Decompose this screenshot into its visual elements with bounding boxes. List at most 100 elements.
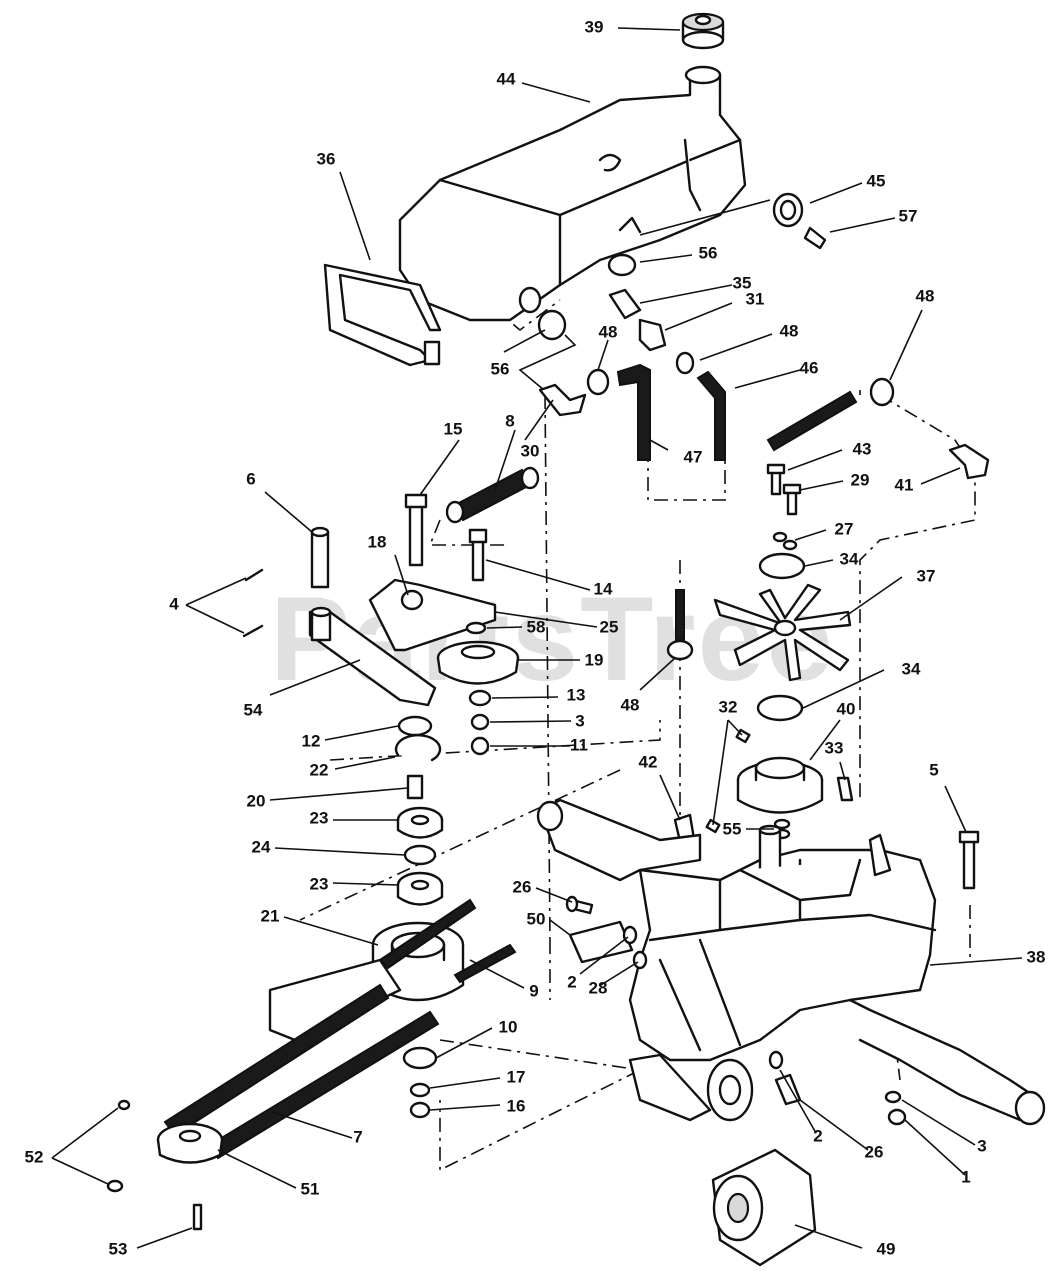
callout-14: 14 <box>594 579 613 598</box>
leader-lines <box>51 27 1023 1249</box>
callout-50: 50 <box>527 909 546 928</box>
pulley-40 <box>736 756 824 814</box>
bolt-5 <box>958 830 980 890</box>
bolt-15 <box>404 493 428 567</box>
elbow-fitting-30 <box>538 383 587 417</box>
washer-13-3-nut-11 <box>468 689 492 756</box>
callout-13: 13 <box>567 685 586 704</box>
callout-35: 35 <box>733 273 752 292</box>
callout-57: 57 <box>899 206 918 225</box>
callout-46: 46 <box>800 358 819 377</box>
callout-58: 58 <box>527 617 546 636</box>
callout-4: 4 <box>169 594 179 613</box>
drive-belts <box>163 898 517 1160</box>
callout-17: 17 <box>507 1067 526 1086</box>
callout-43: 43 <box>853 439 872 458</box>
elbow-fitting-41 <box>948 443 990 480</box>
callout-48-top: 48 <box>599 322 618 341</box>
washer-10 <box>402 1046 438 1070</box>
callout-26-upper: 26 <box>513 877 532 896</box>
callout-42: 42 <box>639 752 658 771</box>
callout-48-lower: 48 <box>621 695 640 714</box>
washer-48 <box>586 368 610 396</box>
callout-56-lower: 56 <box>491 359 510 378</box>
washer-17-nut-16 <box>409 1082 431 1119</box>
washer-3-nut-1 <box>884 1090 907 1126</box>
spacer-20 <box>406 774 424 800</box>
callout-45: 45 <box>867 171 886 190</box>
callout-30: 30 <box>521 441 540 460</box>
callout-25: 25 <box>600 617 619 636</box>
pulley-51 <box>156 1122 224 1164</box>
callout-38: 38 <box>1027 947 1046 966</box>
washer-12 <box>397 715 433 737</box>
arm-54 <box>308 606 437 707</box>
fuel-cap <box>681 12 725 50</box>
callout-12: 12 <box>302 731 321 750</box>
callout-34-upper: 34 <box>840 549 859 568</box>
hose-clamp-45 <box>772 192 827 250</box>
callout-21: 21 <box>261 906 280 925</box>
callout-51: 51 <box>301 1179 320 1198</box>
tank-strap <box>323 263 442 367</box>
callout-37: 37 <box>917 566 936 585</box>
cooling-fan <box>713 583 852 682</box>
callout-9: 9 <box>529 981 538 1000</box>
callout-23-lower: 23 <box>310 874 329 893</box>
washer-48-middle <box>666 639 694 661</box>
oil-filter <box>711 1148 817 1267</box>
spring-middle <box>675 589 685 641</box>
callout-26-lower: 26 <box>865 1142 884 1161</box>
bolts-29-43 <box>766 463 802 516</box>
callout-3-left: 3 <box>575 711 584 730</box>
callout-56-upper: 56 <box>699 243 718 262</box>
callout-27: 27 <box>835 519 854 538</box>
transaxle <box>536 798 1046 1126</box>
hose-46 <box>696 370 726 461</box>
key-53 <box>192 1203 203 1231</box>
washer-48-right <box>869 377 895 407</box>
callout-55: 55 <box>723 819 742 838</box>
disc-34-lower <box>756 694 804 722</box>
key-33 <box>836 776 854 802</box>
callout-24: 24 <box>252 837 271 856</box>
callout-48-mid: 48 <box>780 321 799 340</box>
callout-33: 33 <box>825 738 844 757</box>
callout-labels: 39 44 36 45 57 56 35 31 48 56 48 46 48 1… <box>25 17 1046 1258</box>
hose-clamps-56 <box>537 216 642 341</box>
idler-pulley-19 <box>436 640 520 685</box>
bearing-23-lower <box>396 871 444 906</box>
spring-hose <box>766 390 858 452</box>
callout-16: 16 <box>507 1096 526 1115</box>
washer-2-nut-28 <box>622 925 648 970</box>
callout-22: 22 <box>310 760 329 779</box>
bearing-23-upper <box>396 806 444 839</box>
callout-2-upper: 2 <box>567 972 576 991</box>
callout-31: 31 <box>746 289 765 308</box>
disc-34-upper <box>758 552 806 580</box>
fuel-line <box>518 199 771 396</box>
callout-53: 53 <box>109 1239 128 1258</box>
spring-8 <box>445 466 540 524</box>
bolt-14 <box>468 528 488 582</box>
callout-36: 36 <box>317 149 336 168</box>
callout-23-upper: 23 <box>310 808 329 827</box>
callout-52: 52 <box>25 1147 44 1166</box>
callout-41: 41 <box>895 475 914 494</box>
cotter-pins-4 <box>242 568 264 638</box>
callout-40: 40 <box>837 699 856 718</box>
callout-5: 5 <box>929 760 938 779</box>
spacer-24 <box>403 844 437 866</box>
callout-28: 28 <box>589 978 608 997</box>
callout-39: 39 <box>585 17 604 36</box>
fuel-tank <box>398 65 747 322</box>
callout-34-lower: 34 <box>902 659 921 678</box>
washers-27 <box>772 531 798 551</box>
hose-47 <box>616 363 651 461</box>
washer-58 <box>465 621 487 635</box>
callout-18: 18 <box>368 532 387 551</box>
callout-54: 54 <box>244 700 263 719</box>
set-screws-52 <box>106 1099 131 1193</box>
callout-48-right: 48 <box>916 286 935 305</box>
